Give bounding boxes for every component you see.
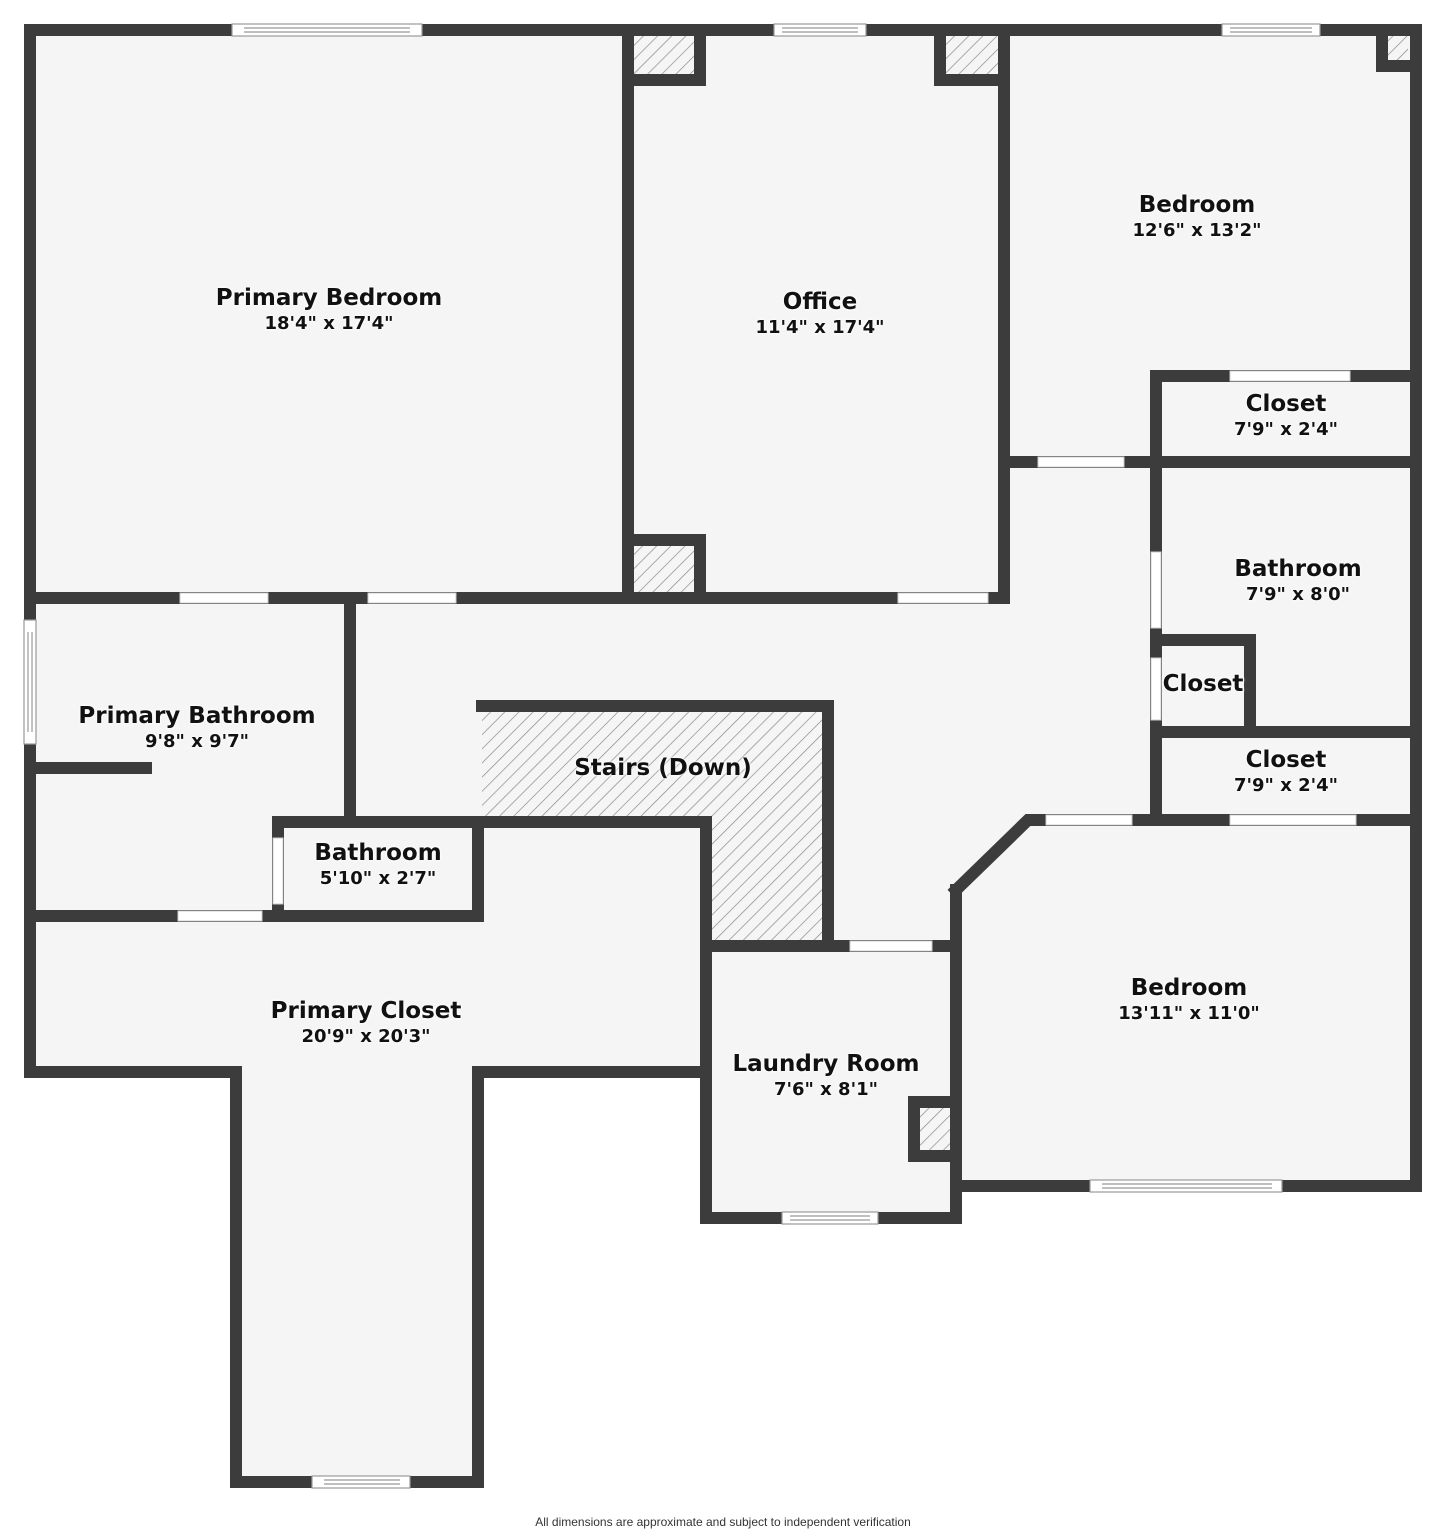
column-bedroom-ne	[1386, 36, 1408, 64]
stairs-area	[482, 710, 826, 944]
window-laundry	[781, 1211, 879, 1225]
door-bedroom-ne	[1037, 456, 1125, 468]
window-bedroom-se	[1089, 1179, 1283, 1193]
door-bedroom-se	[1045, 814, 1133, 826]
door-laundry	[849, 940, 933, 952]
door-closet-small	[1150, 657, 1162, 721]
door-office	[897, 592, 989, 604]
column-office-nw	[634, 36, 698, 80]
windows	[23, 23, 1321, 1489]
door-primary-bedroom-bath	[179, 592, 269, 604]
column-office-ne	[942, 36, 1000, 80]
door-openings	[177, 370, 1357, 952]
window-bedroom-ne	[1221, 23, 1321, 37]
disclaimer-footnote: All dimensions are approximate and subje…	[535, 1515, 911, 1529]
door-primary-bedroom-hall	[367, 592, 457, 604]
door-closet-ne-2	[1229, 814, 1357, 826]
door-bathroom-e	[1150, 551, 1162, 629]
window-office	[773, 23, 867, 37]
hatched-areas	[482, 36, 1408, 1154]
window-primary-bedroom	[231, 23, 423, 37]
window-primary-bathroom	[23, 619, 37, 745]
column-office-sw	[634, 544, 698, 594]
door-primary-bath-closet	[177, 910, 263, 922]
door-closet-ne-1	[1229, 370, 1351, 382]
door-small-bath	[272, 837, 284, 905]
column-laundry	[916, 1102, 952, 1154]
window-primary-closet	[311, 1475, 411, 1489]
